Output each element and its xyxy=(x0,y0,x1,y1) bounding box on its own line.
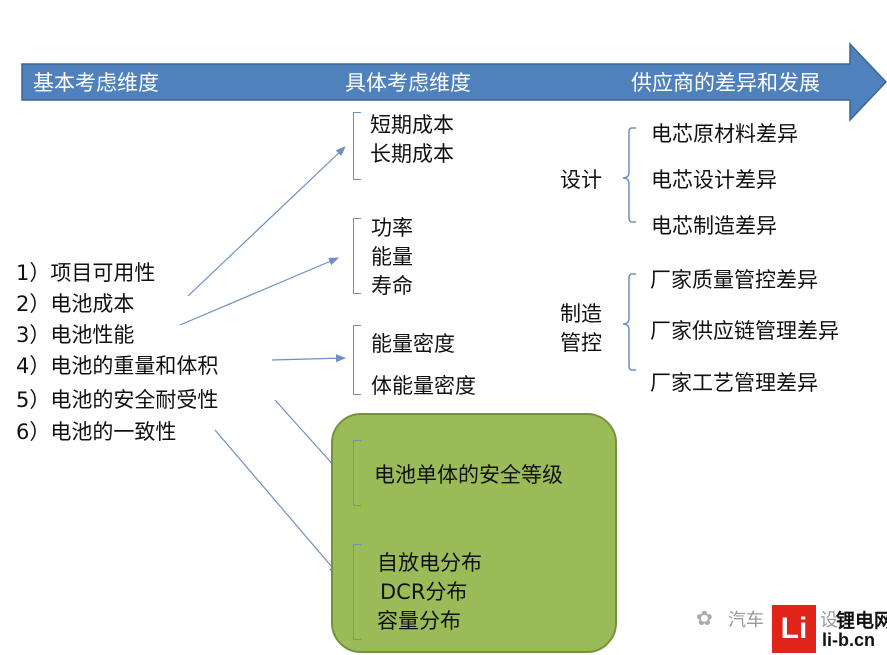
supplier-item: 电芯设计差异 xyxy=(651,168,777,192)
logo-icon: Li xyxy=(772,605,816,653)
factor-item: 4）电池的重量和体积 xyxy=(16,354,219,378)
consistency-bracket xyxy=(353,544,361,640)
connector-density xyxy=(271,354,346,363)
supplier-item: 厂家质量管控差异 xyxy=(650,268,818,292)
dimension-item: 寿命 xyxy=(371,274,413,298)
connector-cost xyxy=(187,146,346,297)
design-label: 设计 xyxy=(560,168,602,192)
cost-bracket xyxy=(353,112,361,180)
site-url: li-b.cn xyxy=(822,630,875,650)
manufacturing-label-line1: 制造 xyxy=(560,302,602,326)
dimension-item: 体能量密度 xyxy=(371,374,476,398)
supplier-item: 厂家供应链管理差异 xyxy=(650,319,839,343)
manufacturing-label-line2: 管控 xyxy=(560,331,602,355)
watermark-text: 汽车 xyxy=(728,610,764,631)
dimension-item: 能量 xyxy=(371,245,413,269)
wechat-icon: ✿ xyxy=(696,606,713,630)
manufacturing-brace xyxy=(622,273,636,371)
factor-item: 6）电池的一致性 xyxy=(16,420,177,444)
dimension-item: 长期成本 xyxy=(370,142,454,166)
supplier-item: 电芯原材料差异 xyxy=(651,122,798,146)
factor-item: 3）电池性能 xyxy=(16,323,135,347)
site-name: 锂电网 xyxy=(836,610,887,632)
highlight-box xyxy=(331,413,617,653)
safety-bracket xyxy=(353,440,361,506)
header-arrow xyxy=(21,42,887,122)
connector-performance xyxy=(179,257,339,326)
factor-item: 2）电池成本 xyxy=(16,292,135,316)
performance-bracket xyxy=(353,218,361,294)
dimension-item: 能量密度 xyxy=(371,332,455,356)
factor-item: 1）项目可用性 xyxy=(16,261,156,285)
dimension-item: 容量分布 xyxy=(377,609,461,633)
dimension-item: 自放电分布 xyxy=(377,551,482,575)
header-supplier-difference: 供应商的差异和发展 xyxy=(631,71,820,95)
supplier-item: 电芯制造差异 xyxy=(651,214,777,238)
header-basic-dimension: 基本考虑维度 xyxy=(33,71,159,95)
dimension-item: 功率 xyxy=(371,216,413,240)
header-specific-dimension: 具体考虑维度 xyxy=(345,71,471,95)
supplier-item: 厂家工艺管理差异 xyxy=(650,371,818,395)
factor-item: 5）电池的安全耐受性 xyxy=(16,388,219,412)
design-brace xyxy=(622,127,636,223)
dimension-item: DCR分布 xyxy=(380,580,468,604)
density-bracket xyxy=(353,325,361,395)
dimension-item: 短期成本 xyxy=(370,113,454,137)
connector-consistency xyxy=(214,429,339,575)
dimension-item: 电池单体的安全等级 xyxy=(374,463,563,487)
watermark-suffix: 设 xyxy=(820,610,838,631)
